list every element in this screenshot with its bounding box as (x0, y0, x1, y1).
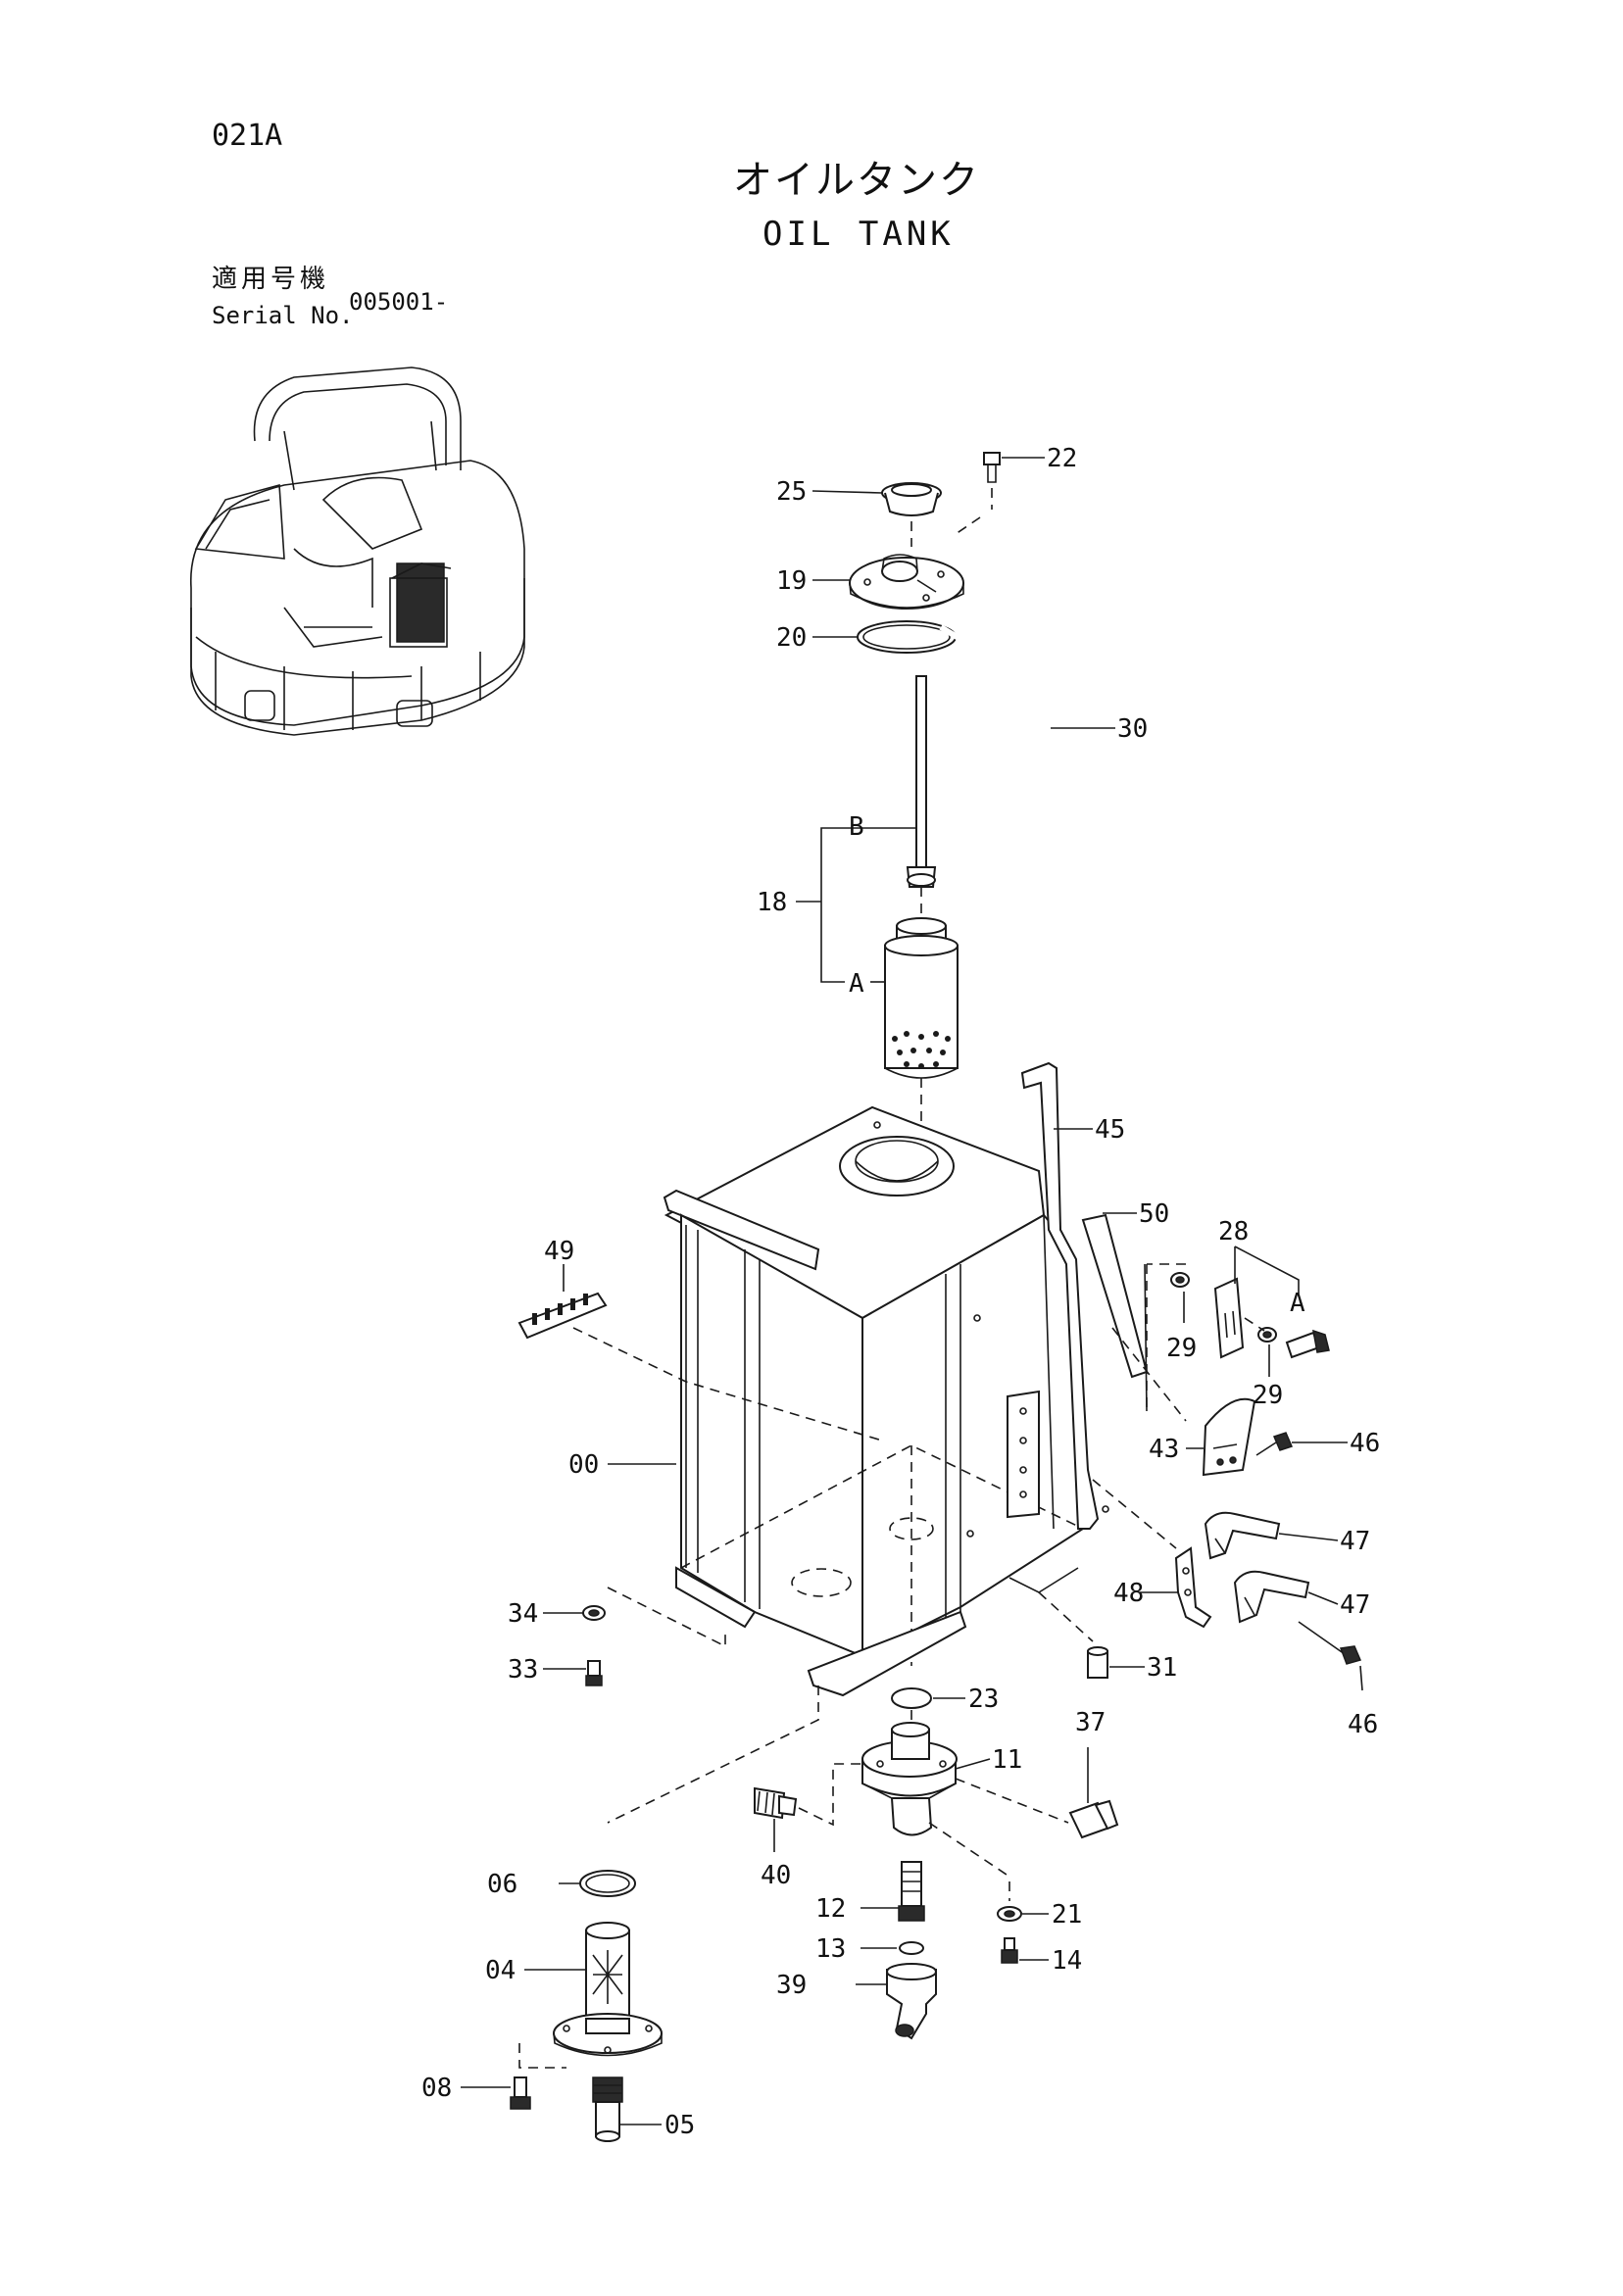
oil-tank-body (663, 1105, 1109, 1697)
suction-filter-assembly (884, 675, 959, 1156)
callout-37: 37 (1075, 1708, 1106, 1737)
callout-19: 19 (776, 566, 807, 596)
title-english: OIL TANK (762, 215, 955, 254)
callout-14: 14 (1052, 1946, 1082, 1976)
serial-label-japanese: 適用号機 (212, 265, 330, 294)
callout-39: 39 (776, 1971, 807, 2000)
callout-48: 48 (1113, 1579, 1144, 1608)
drain-filter-assembly (510, 1685, 819, 2142)
callout-45: 45 (1095, 1115, 1125, 1145)
callout-06: 06 (487, 1870, 517, 1899)
callout-labels: 22 25 19 20 30 B 18 A 45 50 28 A 29 29 4… (421, 444, 1380, 2140)
callout-40: 40 (761, 1861, 791, 1890)
callout-43: 43 (1149, 1435, 1179, 1464)
machine-location-thumbnail (190, 366, 525, 736)
callout-13: 13 (815, 1934, 846, 1964)
callout-05: 05 (664, 2111, 695, 2140)
callout-25: 25 (776, 477, 807, 507)
return-block-assembly (754, 1687, 1119, 2040)
callout-47-lower: 47 (1340, 1590, 1370, 1620)
callout-46-lower: 46 (1348, 1710, 1378, 1739)
callout-08: 08 (421, 2074, 452, 2103)
title-japanese: オイルタンク (733, 158, 980, 203)
callout-20: 20 (776, 623, 807, 653)
callout-b: B (849, 812, 864, 842)
callout-00: 00 (568, 1450, 599, 1480)
callout-30: 30 (1117, 714, 1148, 744)
leader-lines (461, 457, 1363, 2125)
serial-number-value: 005001- (349, 288, 449, 316)
callout-49: 49 (544, 1237, 574, 1266)
callout-18: 18 (757, 888, 787, 917)
callout-11: 11 (992, 1745, 1022, 1775)
callout-46-upper: 46 (1350, 1429, 1380, 1458)
callout-29-upper: 29 (1166, 1334, 1197, 1363)
callout-31: 31 (1147, 1653, 1177, 1683)
serial-label-english: Serial No. (212, 302, 354, 329)
clamp-brackets (1092, 1327, 1362, 1665)
small-hardware (582, 1587, 1108, 1686)
callout-12: 12 (815, 1894, 846, 1924)
page-code: 021A (212, 119, 283, 153)
filler-cap-assembly (849, 452, 1052, 926)
side-brackets (1020, 1061, 1330, 1530)
callout-33: 33 (508, 1655, 538, 1685)
callout-21: 21 (1052, 1900, 1082, 1930)
callout-28: 28 (1218, 1217, 1249, 1246)
callout-23: 23 (968, 1685, 999, 1714)
callout-04: 04 (485, 1956, 516, 1985)
callout-a-filter: A (849, 969, 864, 999)
callout-22: 22 (1047, 444, 1077, 473)
callout-a-bracket: A (1290, 1289, 1305, 1318)
callout-29-lower: 29 (1253, 1381, 1283, 1410)
callout-47-upper: 47 (1340, 1527, 1370, 1556)
callout-34: 34 (508, 1599, 538, 1629)
callout-50: 50 (1139, 1199, 1169, 1229)
seal-strip (517, 1292, 883, 1441)
